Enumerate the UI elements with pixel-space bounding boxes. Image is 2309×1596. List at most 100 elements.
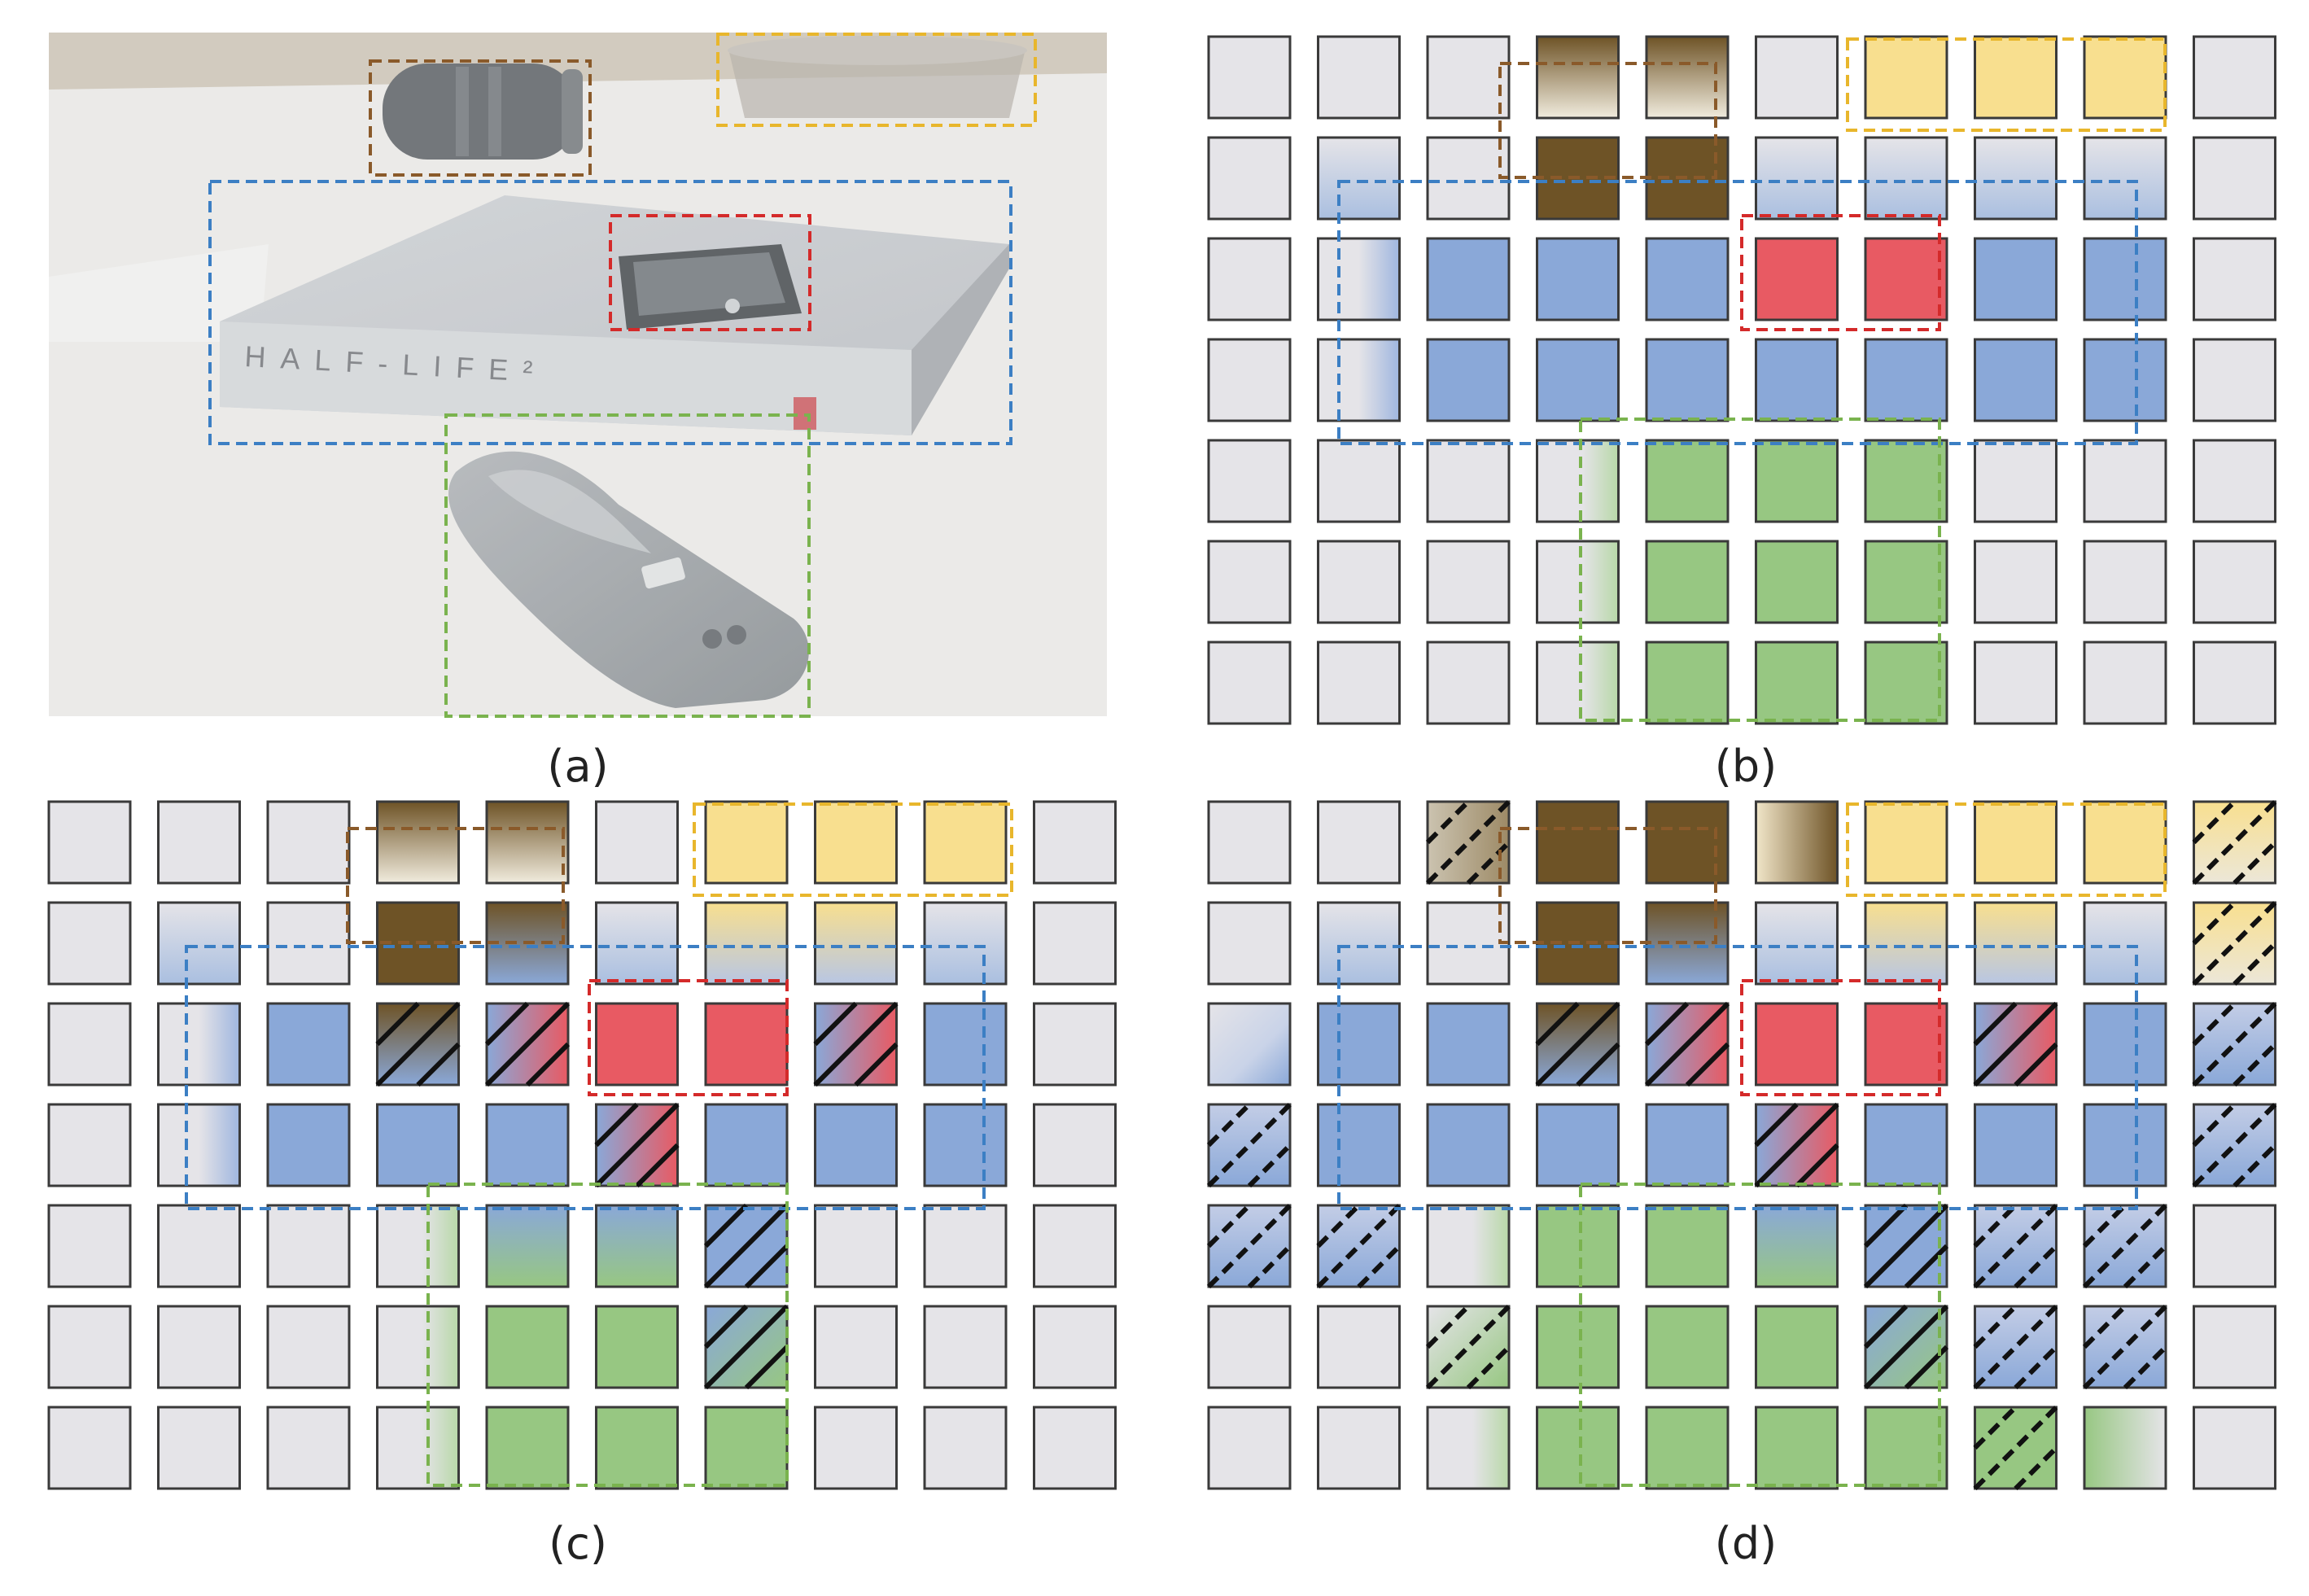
grid-cell (1207, 800, 1292, 885)
grid-cell (1317, 1002, 1401, 1087)
grid-cell (595, 1305, 679, 1389)
grid-cell (2193, 540, 2276, 624)
hatch-line (1576, 1042, 1620, 1087)
hatch-line (1685, 1042, 1730, 1087)
grid-cell (157, 1002, 241, 1087)
hatch-line (375, 1001, 461, 1087)
hatch-line (1754, 1102, 1799, 1148)
grid-cell (2193, 237, 2276, 321)
photo-lens (383, 63, 583, 160)
grid-cell (2193, 1002, 2276, 1087)
grid-cell (2083, 1204, 2167, 1288)
hatch-line (703, 1304, 789, 1390)
bbox-brown-d (1498, 827, 1717, 944)
grid-cell (1755, 35, 1839, 120)
hatch-line (2014, 1445, 2058, 1491)
grid-cell (1536, 237, 1620, 321)
grid-cell (1536, 641, 1620, 725)
grid-cell (1645, 1305, 1730, 1389)
grid-cell (704, 1103, 789, 1187)
grid-cell (1207, 641, 1292, 725)
hatch-line (744, 1345, 789, 1390)
grid-cell (595, 901, 679, 986)
grid-cell (1974, 800, 2058, 885)
bbox-yellow-b (1846, 37, 2167, 132)
grid-cell (1755, 540, 1839, 624)
hatch-line (2014, 1345, 2058, 1390)
bbox-red-d (1740, 979, 1941, 1096)
bbox-blue-c (185, 945, 986, 1210)
hatch-line (1863, 1203, 1949, 1289)
grid-cell (47, 901, 132, 986)
grid-cell (2193, 136, 2276, 221)
grid-cell (1426, 237, 1511, 321)
grid-cell (1317, 540, 1401, 624)
grid-cell (1207, 338, 1292, 422)
grid-cell (485, 1305, 570, 1389)
hatch-line (2232, 840, 2277, 885)
grid-cell (1033, 901, 1117, 986)
hatch-line (2014, 1244, 2058, 1289)
grid-cell (1755, 1305, 1839, 1389)
grid-cell (1426, 136, 1511, 221)
grid-cell (1864, 237, 1948, 321)
hatch-line (1535, 1001, 1620, 1087)
grid-cell (1864, 800, 1948, 885)
grid-cell (1974, 901, 2058, 986)
hatch-line (1795, 1143, 1839, 1188)
bbox-blue-b (1337, 180, 2138, 445)
grid-cell (2193, 439, 2276, 523)
grid-cell (1317, 338, 1401, 422)
grid-cell (47, 1204, 132, 1288)
grid-cell (814, 800, 898, 885)
grid-cell (157, 800, 241, 885)
hatch-line (1973, 1203, 2018, 1248)
bbox-green-c (426, 1183, 789, 1487)
grid-cell (1207, 540, 1292, 624)
grid-cell (704, 1406, 789, 1490)
grid-cell (1536, 800, 1620, 885)
hatch-line (703, 1203, 789, 1289)
grid-cell (595, 1406, 679, 1490)
grid-d (1206, 799, 2277, 1491)
hatch-line (1357, 1244, 1402, 1289)
hatch-line (1206, 1203, 1252, 1248)
grid-cell (2193, 901, 2276, 986)
grid-cell (1755, 1002, 1839, 1087)
grid-cell (2193, 338, 2276, 422)
hatch-line (703, 1203, 749, 1248)
grid-cell (157, 1406, 241, 1490)
grid-cell (1426, 1204, 1511, 1288)
grid-cell (704, 1002, 789, 1087)
grid-cell (923, 1305, 1008, 1389)
hatch-line (2123, 1244, 2168, 1289)
panel-a: HALF-LIFE² (49, 33, 1107, 718)
grid-cell (923, 800, 1008, 885)
hatch-line (484, 1001, 571, 1087)
grid-cell (1645, 237, 1730, 321)
grid-cell (814, 901, 898, 986)
grid-cell (1317, 237, 1401, 321)
caption-c: (c) (549, 1518, 607, 1569)
grid-cell (1755, 237, 1839, 321)
grid-cell (485, 1406, 570, 1490)
grid-cell (2193, 1305, 2276, 1389)
grid-cell (2083, 540, 2167, 624)
grid-cell (2083, 338, 2167, 422)
hatch-line (1466, 1345, 1511, 1390)
hatch-line (1973, 1001, 2018, 1047)
hatch-line (813, 1001, 858, 1047)
grid-cell (47, 1305, 132, 1389)
hatch-line (1904, 1244, 1949, 1289)
grid-cell (1426, 338, 1511, 422)
grid-cell (1974, 237, 2058, 321)
bbox-blue-d (1337, 945, 2138, 1210)
hatch-line (2082, 1203, 2128, 1248)
grid-cell (485, 1204, 570, 1288)
grid-cell (157, 1204, 241, 1288)
hatch-line (1973, 1405, 2018, 1450)
grid-cell (1536, 540, 1620, 624)
grid-cell (1864, 338, 1948, 422)
grid-cell (1033, 1406, 1117, 1490)
